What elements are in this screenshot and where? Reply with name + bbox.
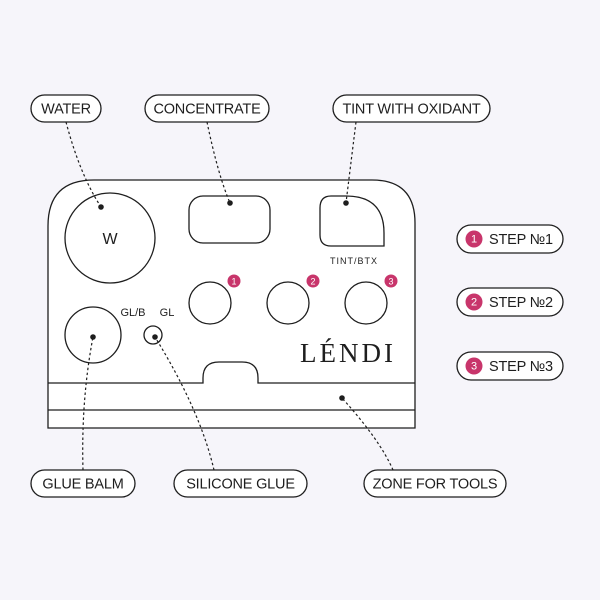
label-silicone-glue: SILICONE GLUE <box>173 469 308 498</box>
svg-text:ZONE FOR TOOLS: ZONE FOR TOOLS <box>373 477 498 493</box>
svg-text:1: 1 <box>231 277 236 287</box>
water-well-letter: W <box>102 231 118 248</box>
step1-badge: 1 <box>227 274 241 288</box>
label-zone-for-tools: ZONE FOR TOOLS <box>363 469 507 498</box>
label-tint-oxidant: TINT WITH OXIDANT <box>332 94 491 123</box>
step1-well <box>188 281 232 325</box>
water-well <box>64 192 156 284</box>
label-glue-balm: GLUE BALM <box>30 469 136 498</box>
gl-label: GL <box>160 307 175 319</box>
svg-text:3: 3 <box>388 277 393 287</box>
svg-text:SILICONE GLUE: SILICONE GLUE <box>186 477 295 493</box>
brand-logo: LÉNDI <box>300 338 396 368</box>
step3-well <box>344 281 388 325</box>
legend-step1: 1 STEP №1 <box>456 224 564 254</box>
svg-text:STEP №1: STEP №1 <box>489 232 553 248</box>
svg-text:WATER: WATER <box>41 102 91 118</box>
svg-text:2: 2 <box>471 297 477 309</box>
tint-caption: TINT/BTX <box>330 256 378 266</box>
svg-text:STEP №2: STEP №2 <box>489 295 553 311</box>
label-concentrate: CONCENTRATE <box>144 94 270 123</box>
svg-text:GLUE BALM: GLUE BALM <box>42 477 123 493</box>
svg-text:2: 2 <box>310 277 315 287</box>
legend-step3: 3 STEP №3 <box>456 351 564 381</box>
svg-text:3: 3 <box>471 361 477 373</box>
svg-text:1: 1 <box>471 234 477 246</box>
concentrate-well <box>188 195 271 244</box>
step2-well <box>266 281 310 325</box>
silicone-glue-well <box>143 325 163 345</box>
legend-step2: 2 STEP №2 <box>456 287 564 317</box>
tint-well <box>319 195 385 247</box>
svg-text:TINT WITH OXIDANT: TINT WITH OXIDANT <box>342 102 480 118</box>
step2-badge: 2 <box>306 274 320 288</box>
label-water: WATER <box>30 94 102 123</box>
svg-text:STEP №3: STEP №3 <box>489 359 553 375</box>
step3-badge: 3 <box>384 274 398 288</box>
svg-text:CONCENTRATE: CONCENTRATE <box>153 102 261 118</box>
glb-label: GL/B <box>120 307 145 319</box>
leader-lines <box>65 121 394 471</box>
